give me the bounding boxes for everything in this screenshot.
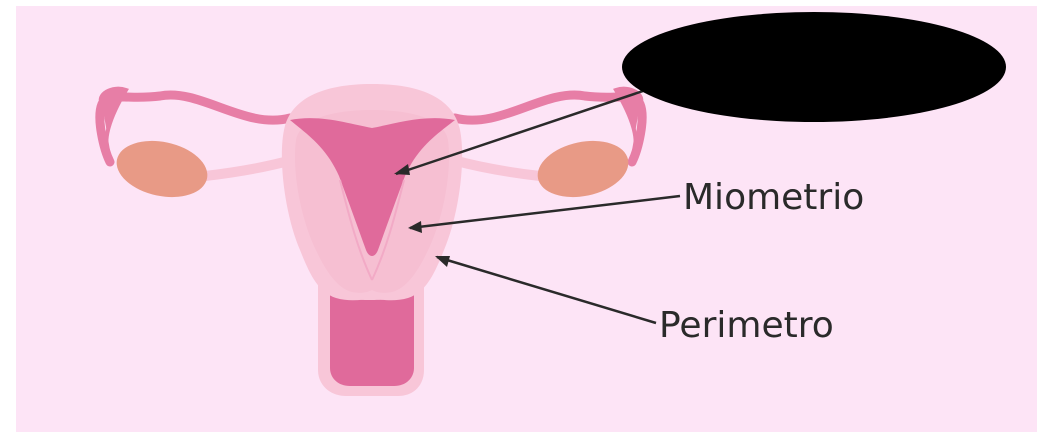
redaction-ellipse: [622, 12, 1006, 122]
leader-line-perimetro: [437, 257, 656, 323]
label-miometrio: Miometrio: [683, 180, 864, 216]
left-ovarian-ligament: [205, 160, 292, 176]
right-ovarian-ligament: [453, 160, 540, 176]
right-ovary: [532, 133, 633, 205]
cervical-canal: [330, 292, 414, 386]
label-perimetro: Perimetro: [659, 308, 834, 344]
left-ovary: [111, 133, 212, 205]
